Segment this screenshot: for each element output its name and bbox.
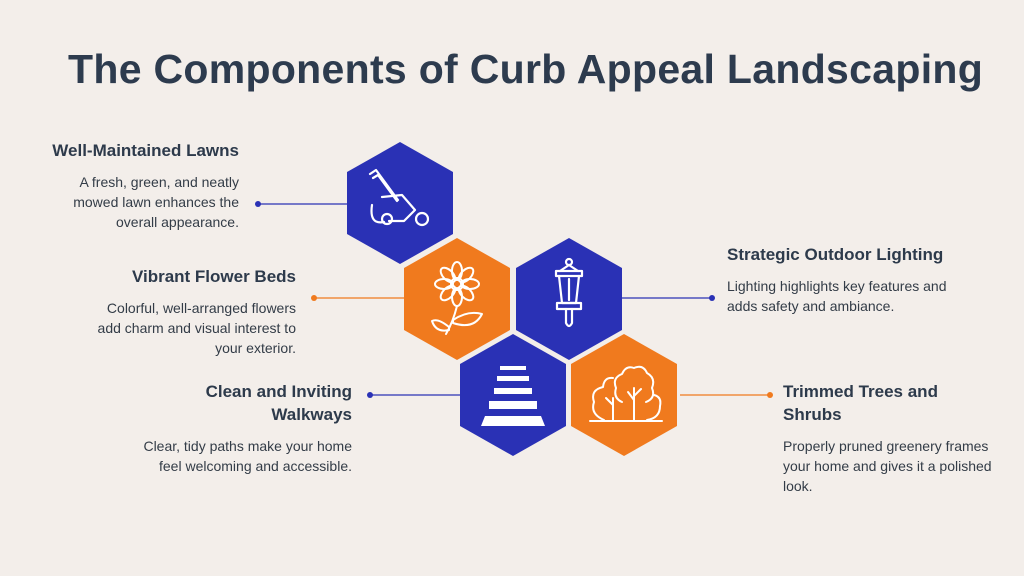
component-walkways-heading: Clean and Inviting Walkways (205, 382, 352, 424)
connector-lighting (622, 295, 715, 301)
walkway-icon (481, 366, 545, 426)
hexagon-trees (571, 334, 677, 456)
hexagon-lawns (347, 142, 453, 264)
component-lighting: Strategic Outdoor Lighting Lighting high… (727, 243, 957, 316)
component-trees-heading: Trimmed Trees and Shrubs (783, 382, 938, 424)
component-walkways: Clean and Inviting Walkways Clear, tidy … (132, 380, 352, 476)
connector-flower-beds (311, 295, 404, 301)
connector-trees (680, 392, 773, 398)
connector-lawns (255, 201, 348, 207)
component-trees-description: Properly pruned greenery frames your hom… (783, 438, 992, 494)
component-lighting-heading: Strategic Outdoor Lighting (727, 245, 944, 264)
component-trees: Trimmed Trees and Shrubs Properly pruned… (783, 380, 998, 496)
component-flower-beds-description: Colorful, well-arranged flowers add char… (97, 300, 296, 356)
component-flower-beds-heading: Vibrant Flower Beds (131, 267, 296, 286)
connector-walkways (367, 392, 460, 398)
component-lawns-heading: Well-Maintained Lawns (52, 141, 239, 160)
lawn-mower-icon (368, 168, 430, 227)
hexagon-flower-beds (404, 238, 510, 360)
hexagon-walkways (460, 334, 566, 456)
lantern-icon (554, 257, 584, 328)
trees-icon (589, 365, 663, 422)
component-flower-beds: Vibrant Flower Beds Colorful, well-arran… (86, 265, 296, 358)
component-lawns: Well-Maintained Lawns A fresh, green, an… (39, 139, 239, 232)
component-lighting-description: Lighting highlights key features and add… (727, 278, 947, 314)
page-title: The Components of Curb Appeal Landscapin… (68, 46, 984, 92)
component-lawns-description: A fresh, green, and neatly mowed lawn en… (73, 174, 239, 230)
flower-icon (431, 261, 483, 335)
component-walkways-description: Clear, tidy paths make your home feel we… (143, 438, 352, 474)
